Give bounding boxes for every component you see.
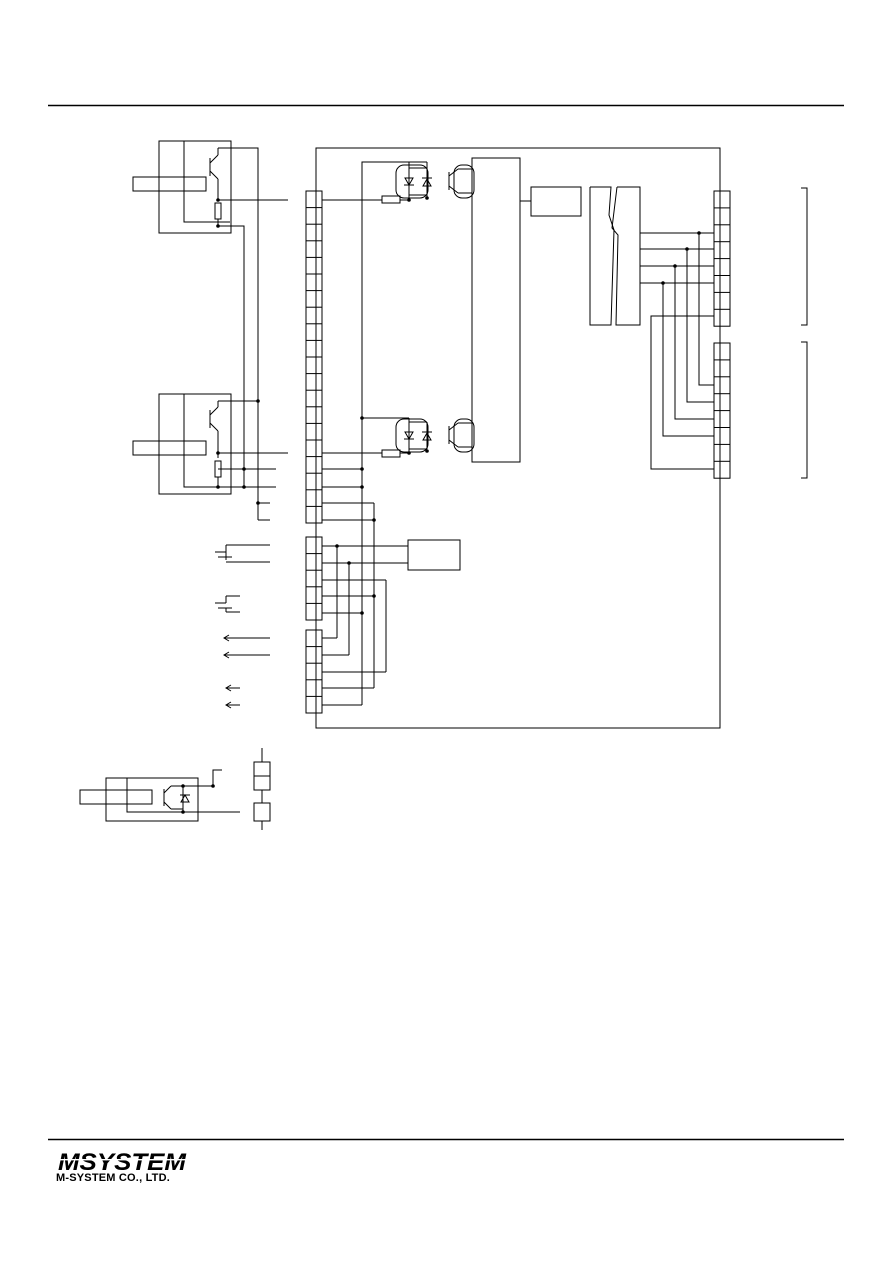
- terminal-block-frame: [305, 629, 323, 714]
- module-enclosure: [315, 147, 721, 729]
- processing-block: [471, 157, 521, 463]
- sensor-top: [132, 140, 232, 234]
- sensor-middle-wires: [218, 400, 288, 521]
- photocoupler-1: [322, 161, 475, 520]
- brace-upper: [801, 187, 808, 326]
- right-terminal-block-lower: [713, 342, 731, 479]
- photocoupler-2: [322, 417, 475, 458]
- interface-block: [589, 186, 641, 326]
- relay-coil: [253, 748, 271, 830]
- signal-block: [530, 186, 582, 217]
- battery-symbol-1: [215, 544, 270, 563]
- junction-dots: [181, 196, 701, 814]
- msystem-logo: MSYSTEM: [58, 1149, 187, 1176]
- brace-lower: [801, 341, 808, 479]
- sensor-middle: [132, 393, 232, 495]
- output-terminal-block: [305, 629, 323, 714]
- right-terminal-block-upper: [713, 190, 731, 327]
- terminal-block-frame: [305, 536, 323, 621]
- bus-lines: [640, 232, 714, 470]
- power-terminal-block: [305, 536, 323, 621]
- sensor-bottom: [79, 769, 240, 822]
- sensor-top-wires: [218, 147, 288, 487]
- battery-symbol-2: [215, 595, 240, 613]
- input-terminal-block: [305, 190, 323, 524]
- company-name: M-SYSTEM CO., LTD.: [56, 1172, 171, 1184]
- output-arrows: [223, 634, 270, 709]
- logo-brand: MSYSTEM: [58, 1149, 187, 1176]
- internal-wiring: [322, 468, 408, 706]
- power-circuit-block: [407, 539, 461, 571]
